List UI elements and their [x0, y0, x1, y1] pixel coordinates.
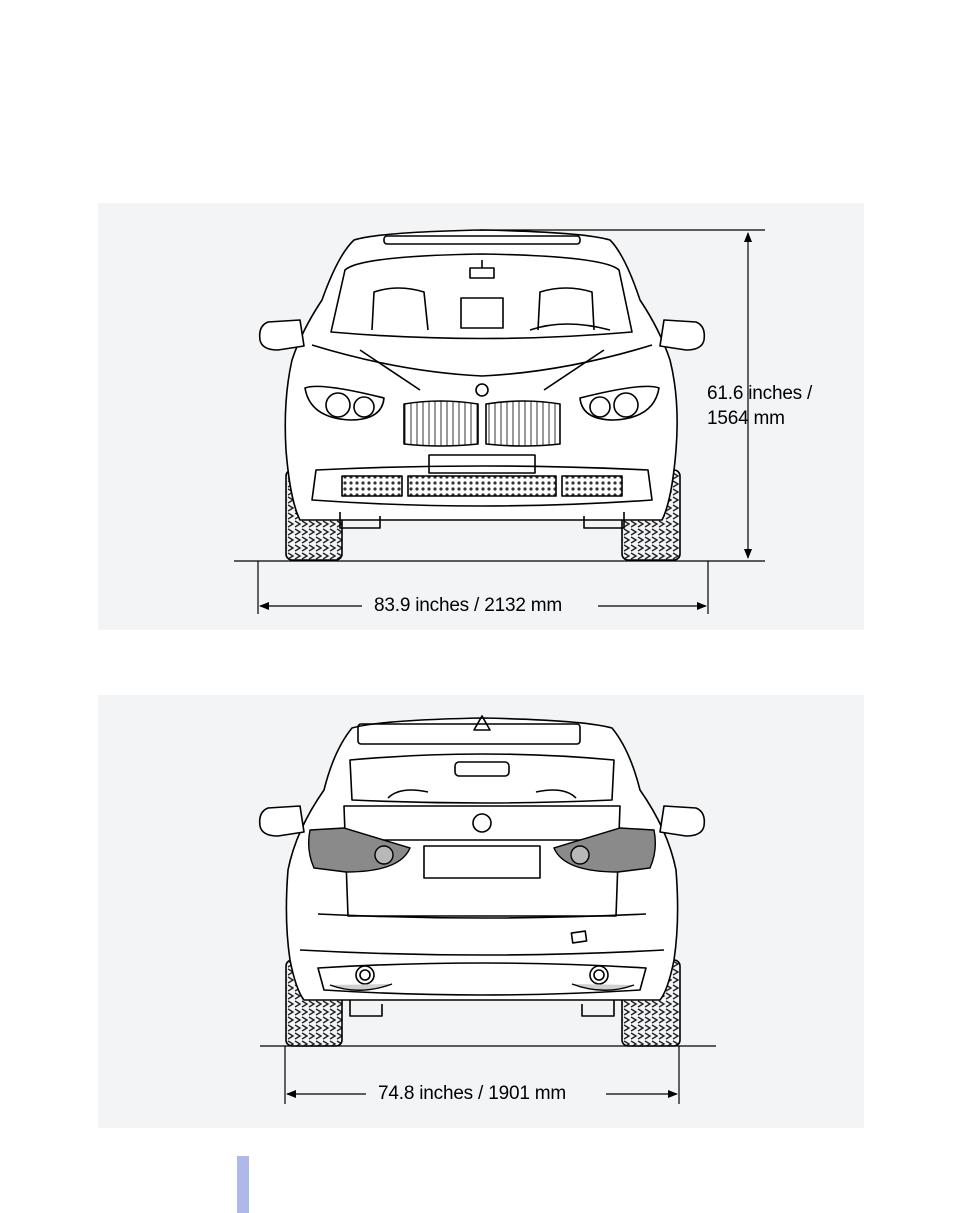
front-height-label-line2: 1564 mm [707, 408, 785, 430]
page-edge-marker [237, 1156, 249, 1213]
front-track-width-label: 83.9 inches / 2132 mm [374, 595, 562, 617]
rear-track-width-label: 74.8 inches / 1901 mm [378, 1083, 566, 1105]
rear-car-outline [260, 716, 705, 1046]
front-car-outline [260, 230, 705, 560]
front-height-label-line1: 61.6 inches / [707, 383, 812, 405]
